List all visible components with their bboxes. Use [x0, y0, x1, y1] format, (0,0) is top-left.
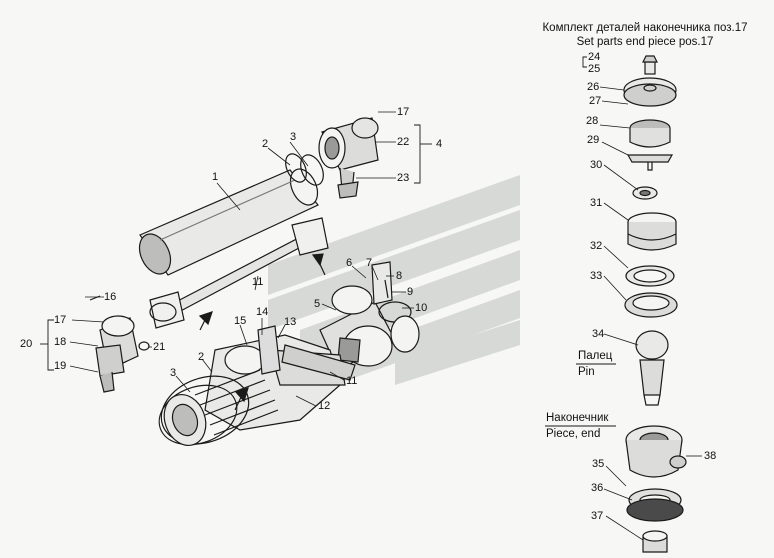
watermark-logo — [268, 175, 520, 385]
callout-2-bottom: 2 — [198, 351, 205, 363]
callout-24: 24 — [588, 51, 601, 63]
kit-header-english: Set parts end piece pos.17 — [576, 36, 714, 48]
callout-19: 19 — [54, 360, 67, 372]
callout-13: 13 — [284, 316, 297, 328]
callout-4: 4 — [436, 138, 443, 150]
callout-9: 9 — [407, 286, 414, 298]
callout-20: 20 — [20, 338, 33, 350]
callout-27: 27 — [589, 95, 602, 107]
callout-7: 7 — [366, 257, 373, 269]
cover-tube-part-1 — [138, 168, 319, 276]
kit-header-russian: Комплект деталей наконечника поз.17 — [542, 22, 748, 34]
callout-21: 21 — [153, 341, 166, 353]
callout-1: 1 — [212, 171, 219, 183]
spring-and-rings-bottom — [158, 369, 279, 446]
steering-gear-body — [204, 325, 356, 431]
leader-lines — [69, 111, 414, 407]
callout-11-top: 11 — [252, 276, 264, 288]
callout-22: 22 — [397, 136, 410, 148]
rings-part-2-3-top — [285, 153, 324, 186]
callout-23: 23 — [397, 172, 410, 184]
callout-15: 15 — [234, 315, 247, 327]
callout-3-bottom: 3 — [170, 367, 177, 379]
shaft-part-11 — [149, 217, 329, 329]
kit-seal-36 — [626, 488, 684, 522]
kit-cover-plate-26 — [623, 77, 677, 107]
group-brackets — [40, 56, 587, 371]
callout-33: 33 — [590, 270, 603, 282]
callout-32: 32 — [590, 240, 603, 252]
kit-leader-lines — [545, 86, 702, 541]
kit-nut-37 — [642, 530, 668, 553]
callout-35: 35 — [592, 458, 605, 470]
end-caption-english: Piece, end — [546, 428, 601, 440]
callout-5: 5 — [314, 298, 321, 310]
callout-26: 26 — [587, 81, 600, 93]
callout-36: 36 — [591, 482, 604, 494]
callout-25: 25 — [588, 63, 601, 75]
callout-28: 28 — [586, 115, 599, 127]
kit-part-29 — [626, 154, 674, 171]
callout-10: 10 — [415, 302, 428, 314]
callout-2-top: 2 — [262, 138, 269, 150]
callout-37: 37 — [591, 510, 604, 522]
callout-14: 14 — [256, 306, 269, 318]
tie-rod-end-left — [89, 295, 150, 393]
callout-12: 12 — [318, 400, 331, 412]
kit-bolt-24-25 — [642, 55, 658, 75]
callout-38: 38 — [704, 450, 717, 462]
callout-31: 31 — [590, 197, 603, 209]
kit-washer-30 — [632, 186, 658, 200]
callout-11-bottom: 11 — [346, 375, 358, 387]
kit-bushing-31 — [627, 212, 677, 251]
kit-spring-seat-28 — [629, 119, 671, 148]
callout-30: 30 — [590, 159, 603, 171]
joint-assembly-part-5-10 — [319, 261, 420, 371]
callout-18: 18 — [54, 336, 67, 348]
assembly-arrows — [198, 253, 326, 411]
kit-ring-32 — [625, 265, 675, 287]
end-caption-russian: Наконечник — [546, 412, 609, 424]
callout-34: 34 — [592, 328, 605, 340]
callout-17-top: 17 — [397, 106, 410, 118]
callout-17-left: 17 — [54, 314, 67, 326]
callout-6: 6 — [346, 257, 353, 269]
pin-caption-russian: Палец — [578, 350, 613, 362]
pin-caption-english: Pin — [578, 366, 595, 378]
kit-ball-pin-34 — [635, 330, 669, 406]
callout-3-top: 3 — [290, 131, 297, 143]
callout-16: 16 — [104, 291, 117, 303]
callout-29: 29 — [587, 134, 600, 146]
callout-8: 8 — [396, 270, 403, 282]
kit-seal-33 — [624, 292, 678, 318]
kit-end-housing-35 — [625, 425, 687, 478]
end-housing-part-4 — [318, 117, 379, 199]
